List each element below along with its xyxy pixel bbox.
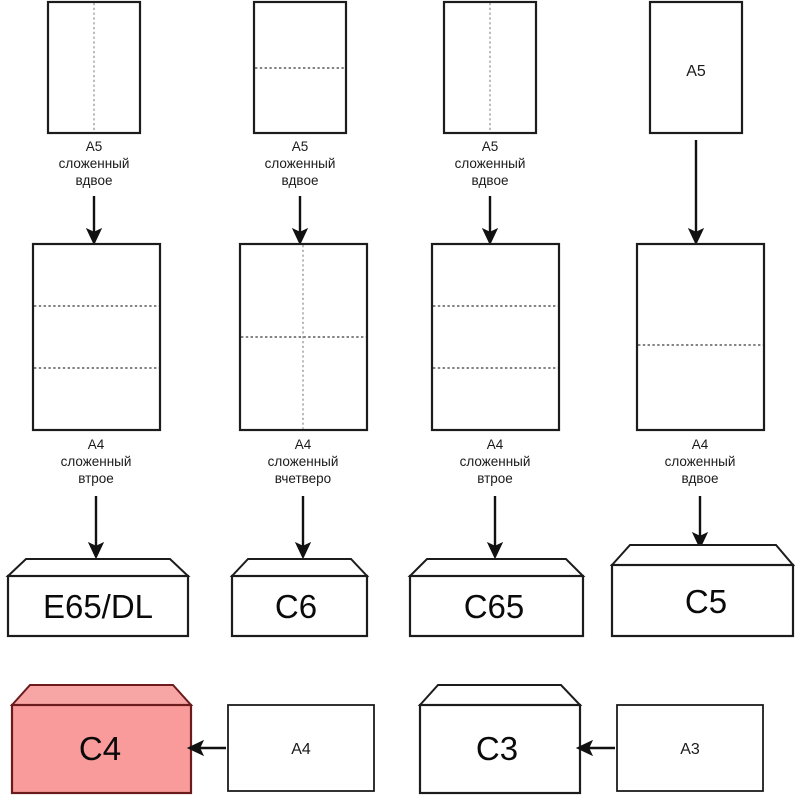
column-1: A5 сложенный вдвое A4 сложенный втрое E6… [5, 0, 191, 638]
col2-a4-caption-line3: вчетверо [275, 471, 331, 486]
col2-a5-caption-line2: сложенный [265, 156, 336, 171]
envelope-c3[interactable]: C3 [417, 684, 583, 795]
col1-a5-sheet[interactable] [46, 0, 142, 135]
envelope-c5[interactable]: C5 [609, 544, 796, 638]
envelope-c65[interactable]: C65 [407, 558, 586, 638]
col2-a4-sheet[interactable] [238, 242, 369, 432]
col4-a4-caption-line3: вдвое [682, 471, 719, 486]
column-2: A5 сложенный вдвое A4 сложенный вчетверо… [229, 0, 370, 638]
col3-a5-caption-line1: A5 [482, 139, 499, 154]
col1-a5-caption-line3: вдвое [76, 173, 113, 188]
col1-a5-caption-line2: сложенный [59, 156, 130, 171]
col1-a4-sheet[interactable] [31, 242, 162, 432]
bottom-a4-label: A4 [291, 741, 311, 758]
envelope-c3-label: C3 [476, 730, 518, 767]
column-3: A5 сложенный вдвое A4 сложенный втрое C6… [407, 0, 586, 638]
col3-a5-caption-line2: сложенный [455, 156, 526, 171]
col2-a5-caption-line1: A5 [292, 139, 309, 154]
col4-a5-inner-label: A5 [686, 63, 706, 80]
col1-a4-caption-line2: сложенный [61, 454, 132, 469]
col4-a4-sheet[interactable] [635, 242, 766, 432]
col2-a5-caption-line3: вдвое [282, 173, 319, 188]
col3-a5-sheet[interactable] [442, 0, 538, 135]
col2-a4-caption-line2: сложенный [268, 454, 339, 469]
col2-a4-caption-line1: A4 [295, 437, 312, 452]
col4-a4-caption-line1: A4 [692, 437, 709, 452]
col3-a4-sheet[interactable] [430, 242, 561, 432]
envelope-e65dl-label: E65/DL [43, 588, 153, 625]
col4-a4-caption-line2: сложенный [665, 454, 736, 469]
envelope-c65-label: C65 [464, 588, 525, 625]
envelope-c4[interactable]: C4 [9, 684, 194, 795]
bottom-row-c4: C4 A4 [9, 684, 375, 795]
envelope-c5-label: C5 [685, 583, 727, 620]
column-4: A5 A4 сложенный вдвое C5 [609, 0, 796, 638]
bottom-a3-label: A3 [680, 741, 700, 758]
envelope-c6[interactable]: C6 [229, 558, 370, 638]
col3-a4-caption-line1: A4 [487, 437, 504, 452]
envelope-c4-label: C4 [79, 730, 121, 767]
col2-a5-sheet[interactable] [252, 0, 348, 135]
bottom-row-c3: C3 A3 [417, 684, 764, 795]
col3-a4-caption-line3: втрое [477, 471, 513, 486]
col1-a5-caption-line1: A5 [86, 139, 103, 154]
col4-a5-sheet[interactable]: A5 [648, 0, 744, 135]
col1-a4-caption-line1: A4 [88, 437, 105, 452]
bottom-a3-sheet[interactable]: A3 [616, 704, 764, 792]
col3-a5-caption-line3: вдвое [472, 173, 509, 188]
col1-a4-caption-line3: втрое [78, 471, 114, 486]
col3-a4-caption-line2: сложенный [460, 454, 531, 469]
bottom-a4-sheet[interactable]: A4 [227, 704, 375, 792]
envelope-e65dl[interactable]: E65/DL [5, 558, 191, 638]
envelope-c6-label: C6 [275, 588, 317, 625]
